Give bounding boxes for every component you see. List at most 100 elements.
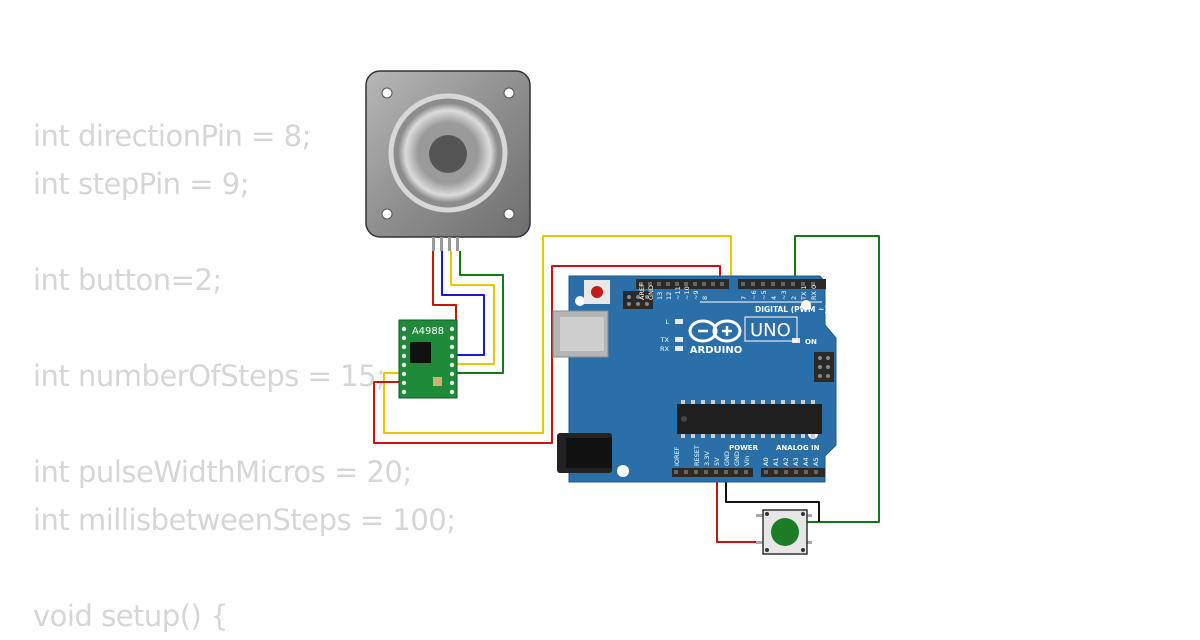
digital-pin-label: TX 1 xyxy=(800,285,808,301)
chip-pin xyxy=(801,434,805,438)
button-cap[interactable] xyxy=(771,518,799,546)
digital-pin-label: ~5 xyxy=(760,290,768,300)
header-pin[interactable] xyxy=(724,470,728,474)
header-pin[interactable] xyxy=(764,470,768,474)
driver-pin[interactable] xyxy=(449,362,455,368)
header-pin[interactable] xyxy=(711,282,715,286)
header-pin[interactable] xyxy=(741,282,745,286)
header-pin[interactable] xyxy=(794,470,798,474)
chip-pin xyxy=(711,400,715,404)
header-pin[interactable] xyxy=(693,282,697,286)
header-pin[interactable] xyxy=(674,470,678,474)
power-label: POWER xyxy=(729,444,759,452)
digital-pin-label: 12 xyxy=(665,292,673,300)
driver-pin[interactable] xyxy=(449,326,455,332)
header-pin[interactable] xyxy=(714,470,718,474)
driver-pin[interactable] xyxy=(401,380,407,386)
driver-pin[interactable] xyxy=(449,389,455,395)
header-pin[interactable] xyxy=(657,282,661,286)
status-led xyxy=(675,319,683,324)
chip-pin xyxy=(801,400,805,404)
driver-pin[interactable] xyxy=(401,335,407,341)
power-pin-label: RESET xyxy=(693,445,701,466)
header-pin[interactable] xyxy=(811,282,815,286)
header-pin[interactable] xyxy=(704,470,708,474)
code-line: int millisbetweenSteps = 100; xyxy=(33,503,456,537)
driver-pin[interactable] xyxy=(401,344,407,350)
driver-pin[interactable] xyxy=(401,326,407,332)
analog-pin-label: A2 xyxy=(782,457,790,466)
driver-pin[interactable] xyxy=(401,362,407,368)
chip-pin xyxy=(781,434,785,438)
analog-pin-label: A0 xyxy=(762,457,770,466)
header-pin[interactable] xyxy=(720,282,724,286)
header-pin[interactable] xyxy=(744,470,748,474)
header-pin[interactable] xyxy=(781,282,785,286)
header-pin[interactable] xyxy=(774,470,778,474)
brand-label: ARDUINO xyxy=(690,345,742,356)
chip-pin xyxy=(731,434,735,438)
chip-pin xyxy=(691,400,695,404)
motor-shaft xyxy=(429,135,467,173)
code-line: void setup() { xyxy=(33,599,228,633)
driver-pin[interactable] xyxy=(401,371,407,377)
header-pin[interactable] xyxy=(804,470,808,474)
push-button[interactable] xyxy=(756,509,812,555)
model-label: UNO xyxy=(750,320,791,341)
code-line: int pulseWidthMicros = 20; xyxy=(33,455,412,489)
driver-pin[interactable] xyxy=(401,353,407,359)
a4988-driver[interactable]: A4988 xyxy=(398,319,458,399)
header-pin[interactable] xyxy=(801,282,805,286)
header-pin[interactable] xyxy=(751,282,755,286)
header-pin[interactable] xyxy=(702,282,706,286)
status-led xyxy=(675,337,683,342)
driver-pin[interactable] xyxy=(449,353,455,359)
digital-pin-label: RX 0 xyxy=(810,285,818,300)
analog-label: ANALOG IN xyxy=(776,444,820,452)
header-pin[interactable] xyxy=(675,282,679,286)
digital-pin-label: AREF xyxy=(638,283,646,300)
digital-pin-label: 2 xyxy=(790,296,798,300)
header-pin[interactable] xyxy=(734,470,738,474)
signal-wires xyxy=(373,235,880,543)
led-label: RX xyxy=(660,345,670,353)
power-pin-label: Vin xyxy=(743,456,751,466)
analog-pin-label: A5 xyxy=(812,457,820,466)
driver-potentiometer xyxy=(433,377,442,386)
power-pin-label: 5V xyxy=(713,457,721,466)
header-pin[interactable] xyxy=(784,470,788,474)
header-pin[interactable] xyxy=(761,282,765,286)
digital-pin-label: ~6 xyxy=(750,290,758,300)
motor-mount-hole xyxy=(503,208,515,220)
header-pin[interactable] xyxy=(694,470,698,474)
chip-pin xyxy=(761,400,765,404)
status-led xyxy=(675,346,683,351)
header-pin[interactable] xyxy=(791,282,795,286)
power-pin-label: 3.3V xyxy=(703,451,711,466)
driver-pin[interactable] xyxy=(449,344,455,350)
header-pin[interactable] xyxy=(684,282,688,286)
stepper-motor[interactable] xyxy=(365,70,531,251)
chip-pin xyxy=(701,400,705,404)
chip-pin xyxy=(761,434,765,438)
chip-pin xyxy=(751,434,755,438)
driver-pin[interactable] xyxy=(449,335,455,341)
chip-pin xyxy=(811,400,815,404)
chip-pin xyxy=(741,434,745,438)
header-pin[interactable] xyxy=(771,282,775,286)
chip-pin xyxy=(791,400,795,404)
code-line: int stepPin = 9; xyxy=(33,167,249,201)
driver-label: A4988 xyxy=(412,326,444,337)
digital-pin-label: 13 xyxy=(656,292,664,300)
driver-pin[interactable] xyxy=(401,389,407,395)
driver-pin[interactable] xyxy=(449,380,455,386)
header-pin[interactable] xyxy=(639,282,643,286)
header-pin[interactable] xyxy=(684,470,688,474)
chip-pin xyxy=(811,434,815,438)
header-pin[interactable] xyxy=(648,282,652,286)
header-pin[interactable] xyxy=(666,282,670,286)
driver-pin[interactable] xyxy=(449,371,455,377)
header-pin[interactable] xyxy=(814,470,818,474)
